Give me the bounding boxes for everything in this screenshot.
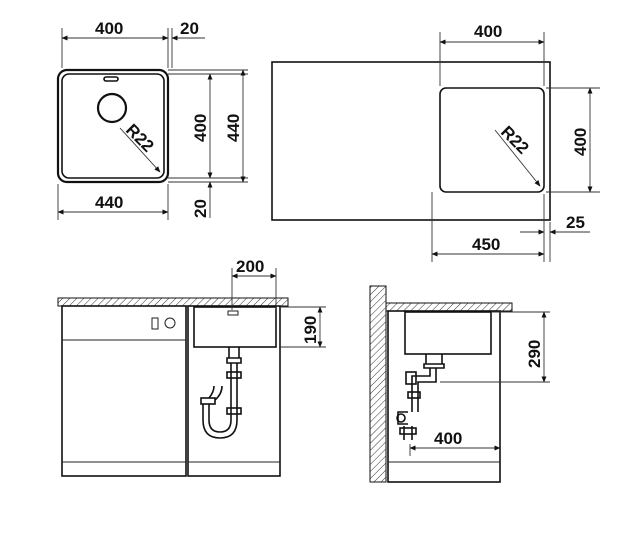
drain-pipe-side xyxy=(423,354,445,369)
overflow-front xyxy=(227,310,239,316)
bl-top-width-label: 200 xyxy=(236,257,264,276)
tl-top-gap-label: 20 xyxy=(180,19,199,38)
worktop-side-hatched xyxy=(385,302,513,312)
tl-bottom-width-label: 440 xyxy=(95,193,123,212)
br-right-depth-label: 290 xyxy=(525,340,544,368)
tl-radius-label: R22 xyxy=(122,120,157,155)
tr-radius-label: R22 xyxy=(497,122,532,157)
overflow-slot xyxy=(103,76,119,82)
control-button-square xyxy=(151,317,159,330)
bl-right-depth-label: 190 xyxy=(301,316,320,344)
tr-bottom-gap-label: 25 xyxy=(566,213,585,232)
bottom-right-view: 290 400 xyxy=(369,285,550,483)
br-bottom-offset-label: 400 xyxy=(434,429,462,448)
control-button-round xyxy=(164,317,176,329)
worktop-outline xyxy=(271,61,551,221)
drain-pipe-front xyxy=(226,347,242,364)
worktop-front-hatched xyxy=(57,297,289,307)
drain-hole xyxy=(96,92,128,124)
tl-bottom-gap-label: 20 xyxy=(191,199,210,218)
tl-right-outer-label: 440 xyxy=(224,114,243,142)
tr-right-height-label: 400 xyxy=(571,128,590,156)
sink-outer-rim xyxy=(56,68,170,184)
top-left-view: R22 400 20 400 440 20 440 xyxy=(56,19,248,220)
tr-bottom-offset-label: 450 xyxy=(472,235,500,254)
sink-bowl-front xyxy=(193,306,277,348)
tl-right-inner-label: 400 xyxy=(191,114,210,142)
wall-hatched xyxy=(369,285,387,483)
sink-cabinet xyxy=(187,305,281,477)
tl-top-width-label: 400 xyxy=(95,19,123,38)
side-cabinet xyxy=(387,310,501,483)
tr-top-width-label: 400 xyxy=(474,22,502,41)
dishwasher-cabinet xyxy=(61,305,187,477)
sink-inner-bowl xyxy=(61,73,165,179)
sink-cutout xyxy=(439,87,545,193)
top-right-view: R22 400 400 450 25 xyxy=(271,22,600,262)
bottom-left-view: 200 190 xyxy=(57,257,326,477)
sink-bowl-side xyxy=(404,311,492,355)
